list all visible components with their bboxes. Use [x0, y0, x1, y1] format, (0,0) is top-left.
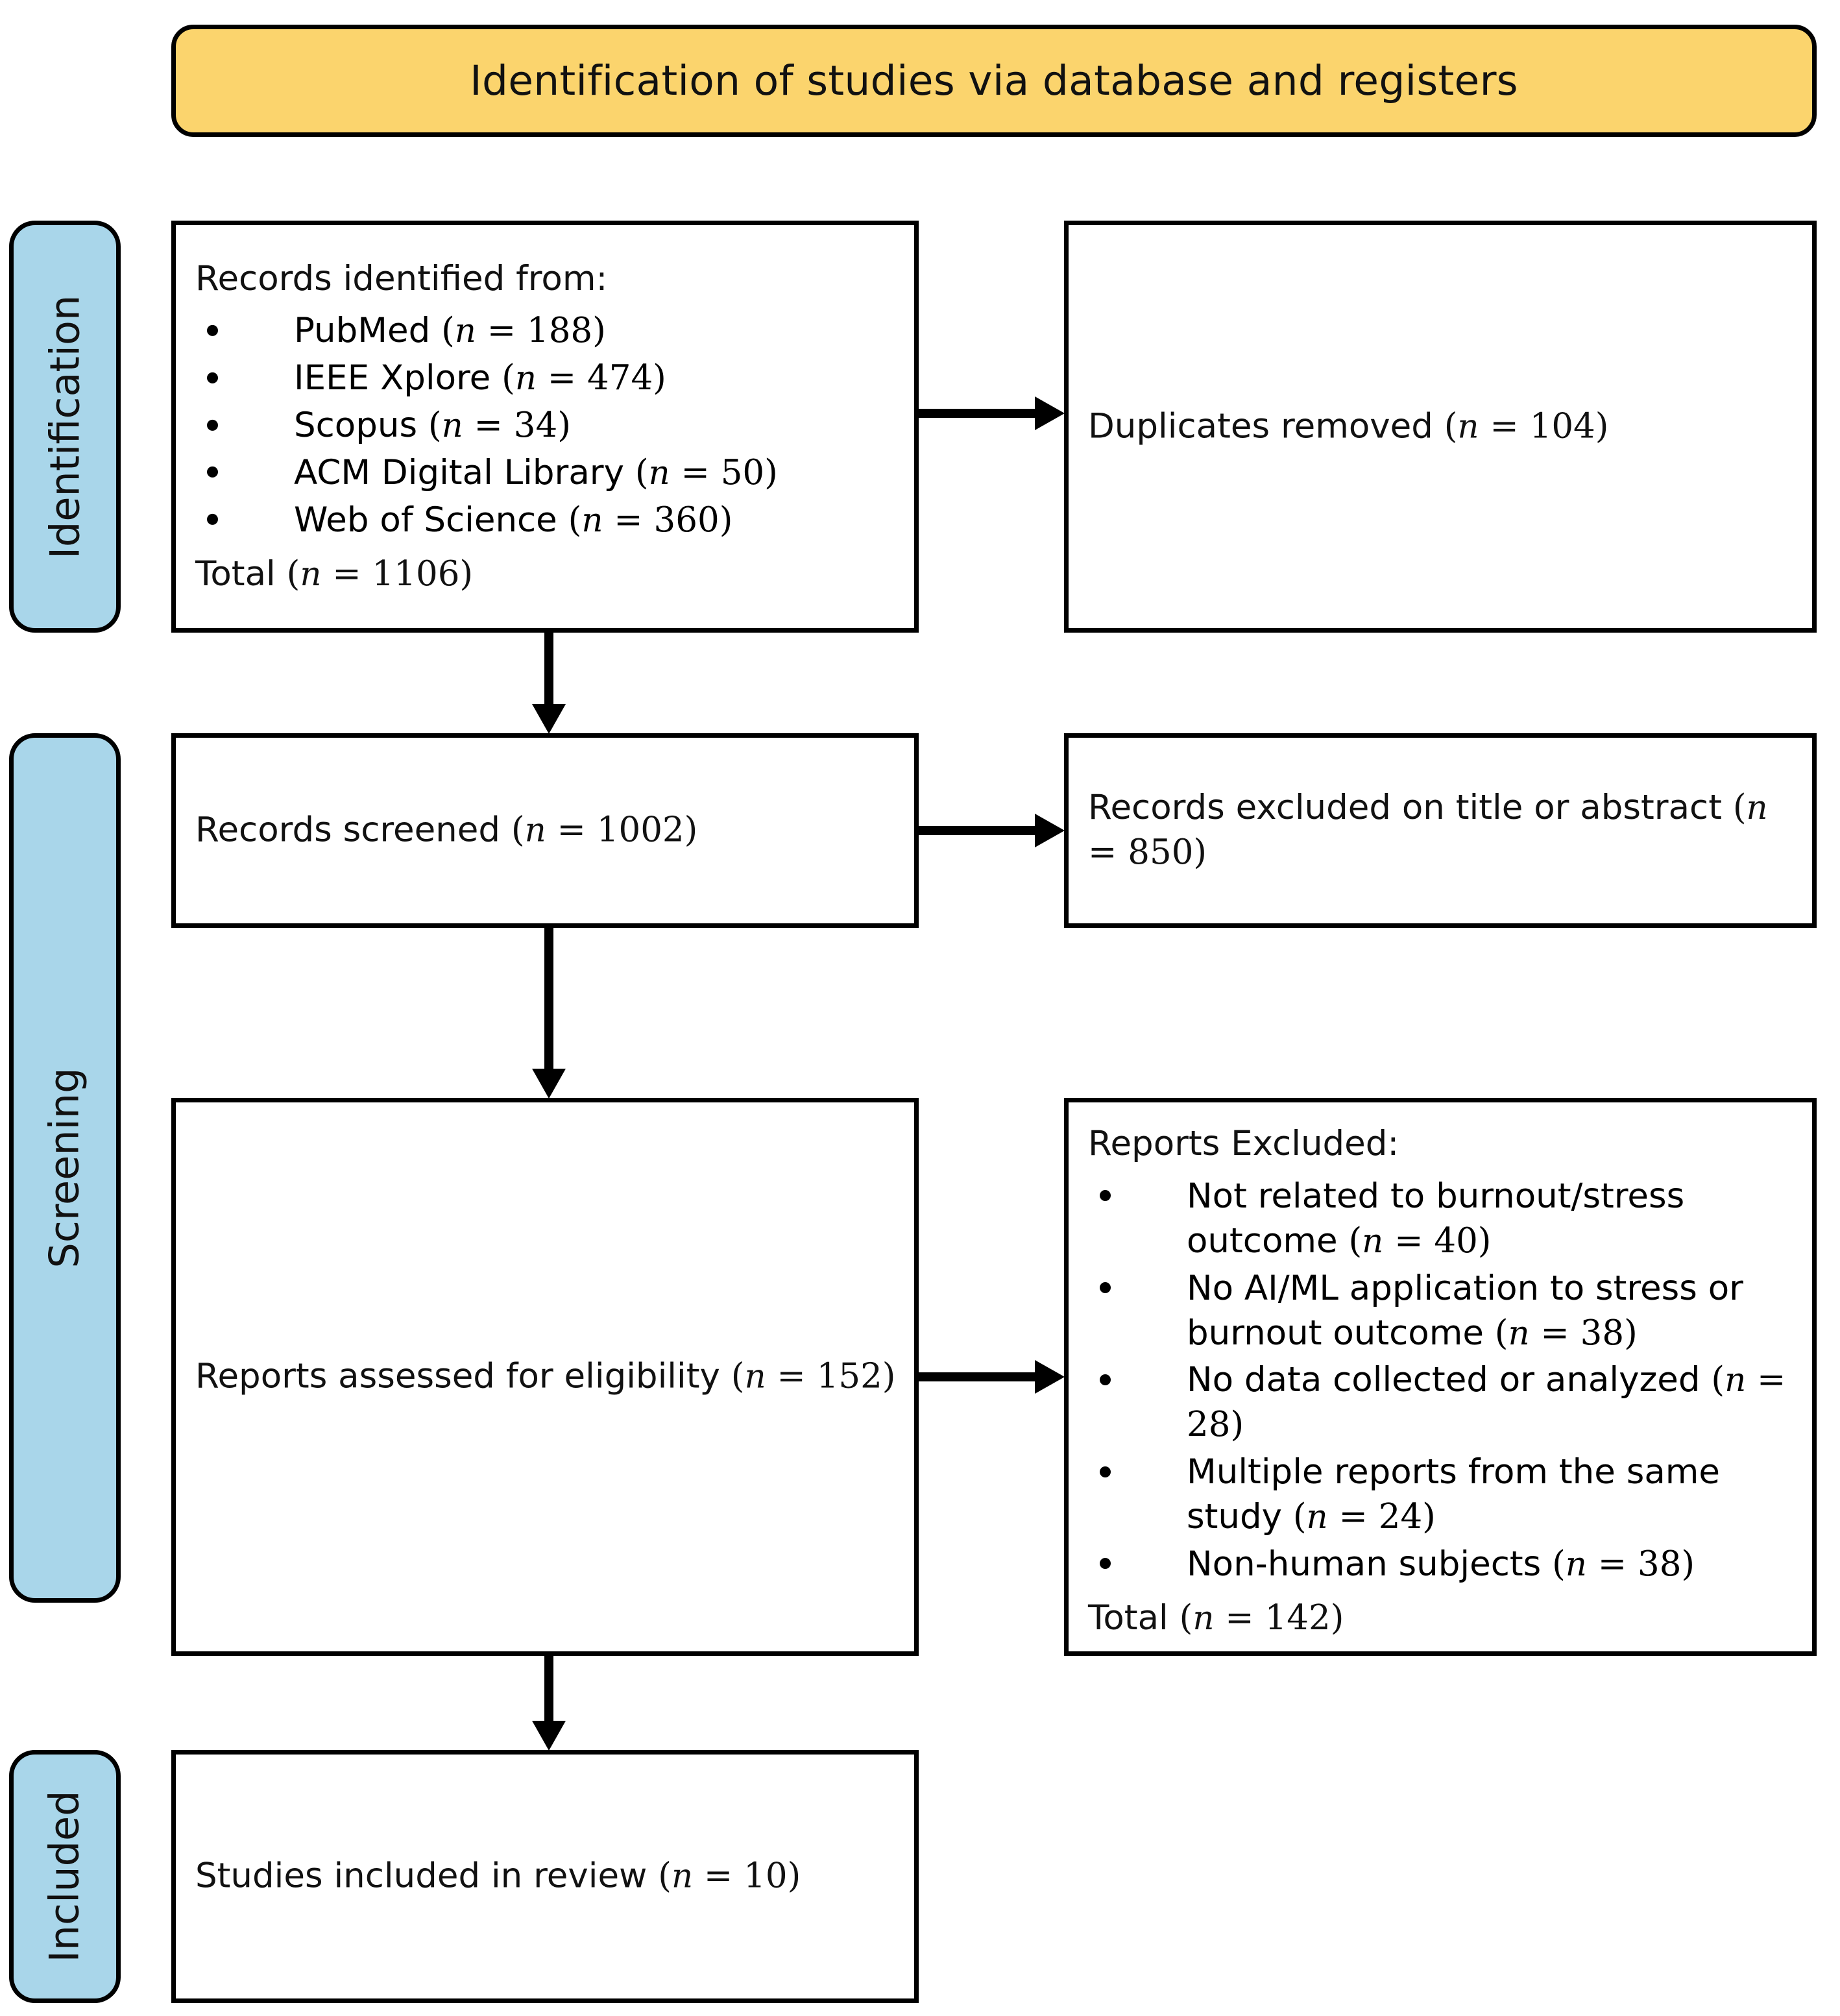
- box-studies-included: Studies included in review (n = 10): [171, 1750, 919, 2003]
- arrow-assessed-to-included: [532, 1656, 566, 1751]
- list-item-label: Web of Science (n = 360): [294, 500, 733, 540]
- arrow-identified-to-screened: [532, 633, 566, 734]
- list-item: Multiple reports from the same study (n …: [1088, 1450, 1795, 1540]
- bullet-dot-icon: [207, 467, 218, 478]
- list-item-label: Multiple reports from the same study (n …: [1187, 1452, 1721, 1537]
- records-identified-total: Total (n = 1106): [195, 553, 474, 594]
- bullet-dot-icon: [1100, 1466, 1111, 1477]
- list-item-label: Non-human subjects (n = 38): [1187, 1544, 1695, 1585]
- reports-excluded-lead: Reports Excluded:: [1088, 1124, 1399, 1163]
- arrow-screened-to-assessed: [532, 928, 566, 1099]
- bullet-dot-icon: [1100, 1558, 1111, 1570]
- diagram-title: Identification of studies via database a…: [470, 56, 1518, 104]
- list-item-label: Scopus (n = 34): [294, 406, 571, 446]
- list-item: ACM Digital Library (n = 50): [195, 451, 897, 496]
- box-reports-assessed: Reports assessed for eligibility (n = 15…: [171, 1098, 919, 1656]
- reports-excluded-reason-list: Not related to burnout/stress outcome (n…: [1088, 1174, 1795, 1587]
- box-records-screened: Records screened (n = 1002): [171, 733, 919, 928]
- box-records-identified: Records identified from: PubMed (n = 188…: [171, 221, 919, 633]
- bullet-dot-icon: [1100, 1190, 1111, 1202]
- list-item: IEEE Xplore (n = 474): [195, 356, 897, 401]
- diagram-header-banner: Identification of studies via database a…: [171, 25, 1817, 137]
- studies-included-text: Studies included in review (n = 10): [195, 1856, 801, 1896]
- duplicates-removed-text: Duplicates removed (n = 104): [1088, 406, 1609, 446]
- reports-excluded-total: Total (n = 142): [1088, 1597, 1344, 1638]
- list-item: Web of Science (n = 360): [195, 498, 897, 543]
- list-item-label: No AI/ML application to stress or burnou…: [1187, 1268, 1743, 1353]
- list-item-label: ACM Digital Library (n = 50): [294, 452, 778, 492]
- bullet-dot-icon: [207, 419, 218, 431]
- reports-assessed-text: Reports assessed for eligibility (n = 15…: [195, 1356, 896, 1396]
- box-records-excluded-title-abstract: Records excluded on title or abstract (n…: [1064, 733, 1817, 928]
- list-item: Not related to burnout/stress outcome (n…: [1088, 1174, 1795, 1264]
- list-item-label: PubMed (n = 188): [294, 311, 606, 351]
- bullet-dot-icon: [207, 372, 218, 383]
- records-identified-lead: Records identified from:: [195, 258, 608, 298]
- stage-label-included-text: Included: [41, 1790, 89, 1963]
- stage-label-identification-text: Identification: [41, 295, 89, 559]
- bullet-dot-icon: [207, 324, 218, 336]
- stage-label-included: Included: [9, 1750, 121, 2003]
- list-item: Non-human subjects (n = 38): [1088, 1542, 1795, 1587]
- stage-label-screening-text: Screening: [41, 1067, 88, 1269]
- records-identified-source-list: PubMed (n = 188) IEEE Xplore (n = 474) Sco…: [195, 309, 897, 542]
- stage-label-screening: Screening: [9, 733, 121, 1603]
- box-reports-excluded: Reports Excluded: Not related to burnout…: [1064, 1098, 1817, 1656]
- list-item: Scopus (n = 34): [195, 404, 897, 448]
- list-item-label: No data collected or analyzed (n = 28): [1187, 1360, 1786, 1445]
- arrow-assessed-to-reports-excluded: [919, 1360, 1065, 1394]
- bullet-dot-icon: [207, 514, 218, 526]
- list-item: PubMed (n = 188): [195, 309, 897, 354]
- list-item-label: Not related to burnout/stress outcome (n…: [1187, 1176, 1685, 1261]
- bullet-dot-icon: [1100, 1282, 1111, 1294]
- arrow-screened-to-excluded: [919, 814, 1065, 847]
- list-item: No AI/ML application to stress or burnou…: [1088, 1267, 1795, 1356]
- list-item-label: IEEE Xplore (n = 474): [294, 358, 666, 398]
- bullet-dot-icon: [1100, 1374, 1111, 1385]
- box-duplicates-removed: Duplicates removed (n = 104): [1064, 221, 1817, 633]
- arrow-identified-to-duplicates: [919, 396, 1065, 430]
- records-excluded-text: Records excluded on title or abstract (n…: [1088, 788, 1768, 872]
- records-screened-text: Records screened (n = 1002): [195, 810, 698, 850]
- stage-label-identification: Identification: [9, 221, 121, 633]
- list-item: No data collected or analyzed (n = 28): [1088, 1358, 1795, 1448]
